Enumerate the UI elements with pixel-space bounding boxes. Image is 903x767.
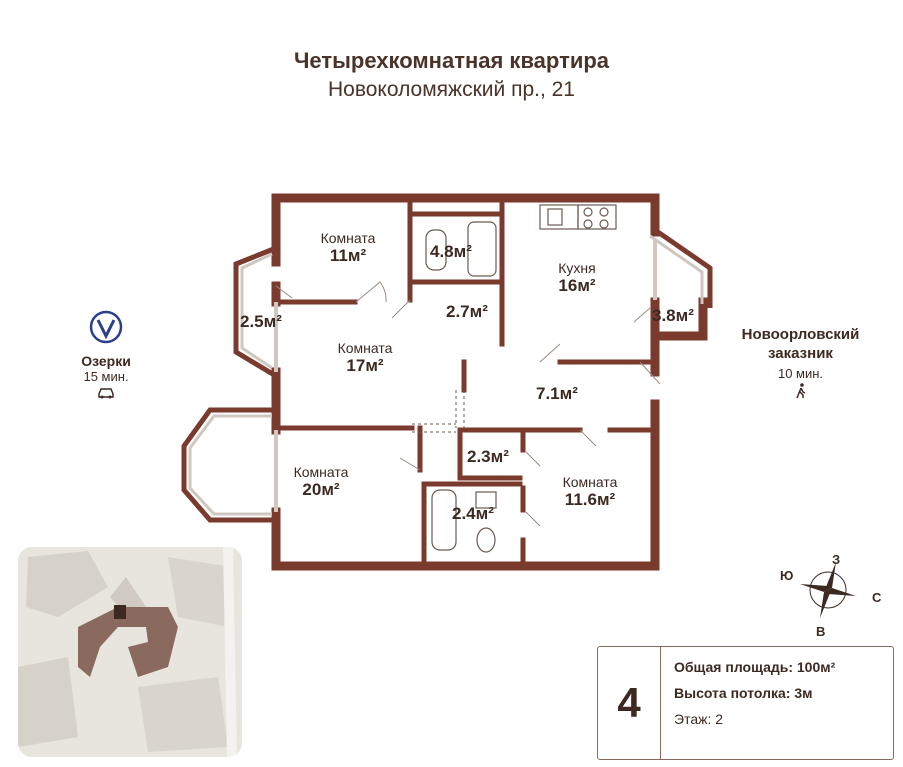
metro-station: Озерки [81, 353, 131, 369]
bay-left-inner [240, 252, 273, 370]
door-closet [525, 451, 541, 467]
minimap-drawing [18, 547, 242, 757]
bay-room3-inner [188, 414, 272, 516]
page-title: Четырехкомнатная квартира [293, 48, 610, 73]
door-bath2 [525, 511, 541, 527]
header: Четырехкомнатная квартира Новоколомяжски… [0, 48, 903, 102]
bath1-fixtures [425, 221, 497, 277]
bay-left-outer [233, 245, 278, 379]
compass-rose-icon [800, 562, 856, 618]
door-room3 [399, 457, 421, 471]
compass-west: Ю [780, 568, 794, 583]
metro-info: Озерки 15 мин. [66, 310, 146, 404]
location-minimap [18, 547, 242, 757]
room-label-3: Комната 20м² [293, 464, 349, 499]
walk-icon [795, 383, 805, 399]
door-room1 [355, 281, 387, 303]
balcony-left-area: 2.5м² [240, 312, 282, 331]
compass-south: В [816, 624, 826, 639]
floor-number: Этаж: 2 [674, 711, 724, 727]
page-subtitle: Новоколомяжский пр., 21 [327, 78, 575, 101]
outer-wall-left-room3-b [271, 399, 660, 571]
corridor-area: 7.1м² [536, 384, 578, 403]
kitchen-fixtures [539, 204, 617, 230]
door-kitchen [539, 343, 561, 363]
park-name-line1: Новоорловский [741, 326, 860, 343]
closet-area: 2.3м² [467, 447, 509, 466]
door-corridor [639, 361, 661, 385]
park-info: Новоорловский заказник 10 мин. [728, 325, 873, 404]
bay-right-outer [653, 227, 713, 308]
room-label-1: Комната 11м² [320, 230, 376, 265]
bath2-area: 2.4м² [452, 504, 494, 523]
hall-small-area: 2.7м² [446, 302, 488, 321]
door-room2 [391, 299, 411, 319]
door-room4 [579, 429, 597, 447]
park-time: 10 мин. [777, 366, 824, 381]
balcony-right-area: 3.8м² [652, 306, 694, 325]
compass-east: С [872, 590, 882, 605]
room-label-4: Комната 11.6м² [562, 474, 618, 509]
bay-right-inner [649, 234, 704, 304]
outer-wall-right-bay [650, 297, 708, 341]
door-bay-right [633, 307, 651, 323]
bath2-fixtures [431, 489, 497, 553]
compass: З С В Ю [776, 552, 886, 644]
park-name-line2: заказник [768, 345, 833, 362]
metro-icon [89, 310, 123, 344]
bath1-area: 4.8м² [430, 242, 472, 261]
metro-time: 15 мин. [83, 369, 129, 384]
ceiling-height: Высота потолка: 3м [674, 685, 813, 701]
rooms-count: 4 [598, 647, 661, 759]
total-area: Общая площадь: 100м² [674, 659, 836, 675]
outer-wall-top [271, 193, 660, 237]
apartment-info-box: 4 Общая площадь: 100м² Высота потолка: 3… [597, 646, 894, 760]
kitchen-label: Кухня 16м² [558, 260, 596, 295]
room-label-2: Комната 17м² [337, 340, 393, 375]
compass-north: З [832, 552, 841, 567]
car-icon [98, 388, 114, 399]
door-bay-left [275, 285, 293, 299]
bay-room3-outer [181, 407, 276, 523]
